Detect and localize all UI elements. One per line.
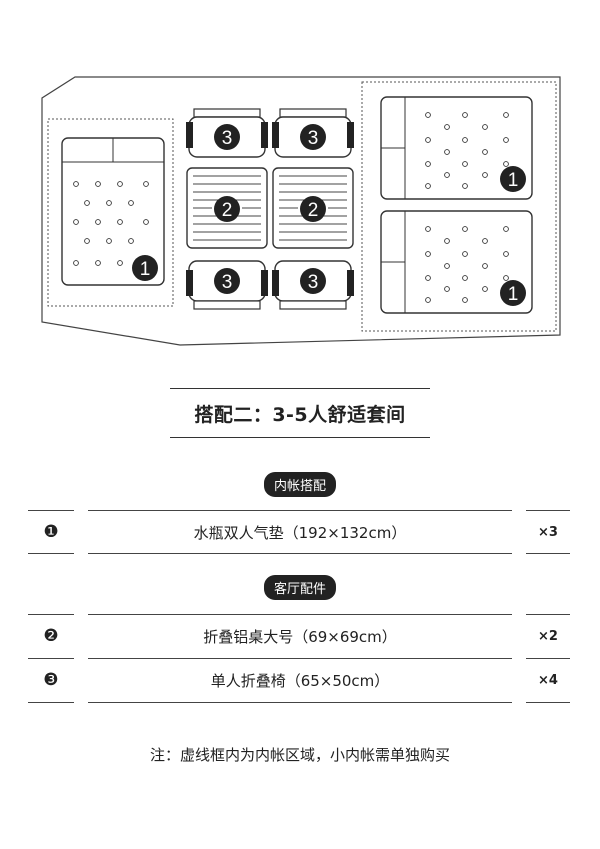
package-title: 搭配二：3-5人舒适套间 <box>194 403 406 426</box>
divider <box>526 553 570 554</box>
divider <box>526 510 570 511</box>
row-quantity: ×4 <box>538 672 558 688</box>
row-item-name: 折叠铝桌大号（69×69cm） <box>203 627 397 646</box>
divider <box>88 510 512 511</box>
divider <box>526 658 570 659</box>
table-row: ❷ 折叠铝桌大号（69×69cm） ×2 <box>0 614 600 658</box>
mattress-right-bottom-label: 1 <box>508 284 519 305</box>
row-quantity: ×3 <box>538 524 558 540</box>
divider <box>88 553 512 554</box>
chair-bottom-right: 3 <box>272 260 354 310</box>
mattress-right-top: 1 <box>380 96 533 200</box>
divider <box>526 702 570 703</box>
divider <box>526 614 570 615</box>
tent-outline <box>41 76 561 346</box>
row-item-name: 水瓶双人气垫（192×132cm） <box>193 523 407 542</box>
section-label-inner-tent: 内帐搭配 <box>263 472 337 497</box>
row-quantity: ×2 <box>538 628 558 644</box>
section-label-living-room: 客厅配件 <box>263 575 337 600</box>
table-row: ❸ 单人折叠椅（65×50cm） ×4 <box>0 658 600 702</box>
row-index-symbol: ❷ <box>43 626 59 646</box>
mattress-left-label: 1 <box>140 259 151 280</box>
divider <box>28 658 74 659</box>
inner-tent-right <box>361 81 557 332</box>
row-index-symbol: ❶ <box>43 522 59 542</box>
divider <box>28 553 74 554</box>
table-row: ❶ 水瓶双人气垫（192×132cm） ×3 <box>0 510 600 554</box>
row-index-symbol: ❸ <box>43 670 59 690</box>
row-index: ❸ <box>28 658 74 702</box>
divider <box>28 702 74 703</box>
divider <box>28 614 74 615</box>
table-right: 2 <box>272 167 354 249</box>
table-left: 2 <box>186 167 268 249</box>
chair-top-right-label: 3 <box>308 128 319 149</box>
row-index: ❶ <box>28 510 74 554</box>
package-title-box: 搭配二：3-5人舒适套间 <box>170 388 430 438</box>
divider <box>28 510 74 511</box>
divider <box>88 658 512 659</box>
chair-bottom-right-label: 3 <box>308 272 319 293</box>
mattress-right-top-label: 1 <box>508 170 519 191</box>
divider <box>88 614 512 615</box>
chair-top-right: 3 <box>272 108 354 158</box>
footnote: 注：虚线框内为内帐区域，小内帐需单独购买 <box>149 746 450 764</box>
mattress-left: 1 <box>61 137 165 286</box>
tent-floor-plan: 1 1 1 <box>41 76 561 346</box>
chair-bottom-left: 3 <box>186 260 268 310</box>
table-left-label: 2 <box>222 200 233 221</box>
mattress-right-bottom: 1 <box>380 210 533 314</box>
chair-top-left-label: 3 <box>222 128 233 149</box>
divider <box>88 702 512 703</box>
chair-bottom-left-label: 3 <box>222 272 233 293</box>
row-index: ❷ <box>28 614 74 658</box>
chair-top-left: 3 <box>186 108 268 158</box>
table-right-label: 2 <box>308 200 319 221</box>
row-item-name: 单人折叠椅（65×50cm） <box>210 671 390 690</box>
